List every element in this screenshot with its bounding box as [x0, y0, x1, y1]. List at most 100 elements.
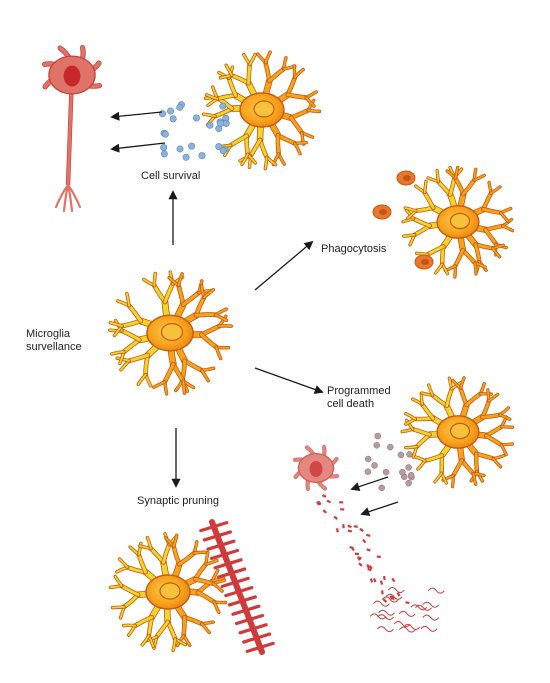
microglia-branch [278, 135, 279, 154]
secreted-vesicle [177, 104, 183, 110]
axon-fragment-squiggle [421, 626, 437, 631]
microglia-branch [463, 250, 475, 263]
axon-fragment [359, 528, 364, 532]
microglia-branch [157, 622, 168, 637]
axon-fragment [354, 525, 358, 528]
secreted-factor-dot [406, 464, 412, 470]
microglia-branch [486, 427, 501, 436]
microglia-branch [485, 226, 502, 230]
axon-fragment [358, 562, 362, 566]
secreted-vesicle [220, 147, 226, 153]
axon-fragment-squiggle [377, 627, 393, 632]
microglia-branch [183, 381, 184, 393]
axon-fragment [334, 516, 339, 520]
microglia-branch [120, 559, 128, 567]
microglia-branch [308, 110, 319, 111]
microglia-branch [154, 273, 155, 285]
axon-fragment [357, 557, 361, 559]
microglia-branch [151, 549, 164, 563]
neuron-survival [45, 48, 100, 211]
microglia-programmed-death [402, 378, 512, 487]
microglia-branch [425, 192, 434, 207]
phagocytosed-particle-core [403, 175, 411, 181]
axon-fragment [348, 530, 352, 533]
label-phagocytosis: Phagocytosis [321, 243, 386, 256]
axon-fragment [391, 578, 395, 583]
neuron-nucleus [310, 461, 323, 477]
axon-fragment [340, 508, 344, 511]
microglia-nucleus [451, 423, 470, 438]
microglia-branch [154, 286, 165, 302]
secreted-vesicle [217, 120, 223, 126]
axon-fragment [380, 580, 383, 584]
microglia-branch [196, 315, 216, 316]
microglia-branch [247, 136, 248, 155]
microglia-branch [249, 65, 250, 84]
microglia-branch [491, 187, 500, 193]
secreted-factor-dot [406, 480, 412, 486]
microglia-branch [194, 552, 206, 553]
secreted-vesicle [162, 131, 168, 137]
neuron-nucleus [64, 66, 81, 87]
microglia-branch [183, 293, 199, 305]
label-cell-survival: Cell survival [141, 170, 200, 183]
secreted-factor-dot [365, 456, 371, 462]
axon-fragment [366, 534, 370, 537]
microglia-surveillance [110, 272, 231, 394]
arrow-vesicles-to-neuron-1 [112, 112, 162, 117]
microglia-branch [455, 250, 463, 266]
axon-fragment [339, 501, 343, 503]
microglia-branch [198, 593, 214, 602]
axon-fragment [366, 548, 370, 551]
microglia-branch [115, 576, 122, 585]
microglia-branch [165, 364, 174, 382]
microglia-branch [462, 460, 474, 473]
secreted-factor-dot [374, 442, 380, 448]
secreted-vesicle [167, 108, 173, 114]
secreted-factor-dot [383, 469, 389, 475]
microglia-branch [185, 361, 202, 370]
microglia-nucleus [254, 101, 274, 117]
secreted-factor-dot [407, 451, 413, 457]
microglia-branch [201, 335, 216, 348]
secreted-vesicle [193, 115, 199, 121]
microglia-branch [179, 553, 194, 564]
microglia-branch [201, 326, 219, 334]
microglia-branch [113, 607, 125, 608]
microglia-synaptic-pruning [110, 534, 225, 650]
axon-fragment [323, 509, 327, 513]
axon-fragment [347, 525, 352, 529]
label-synaptic-pruning: Synaptic pruning [137, 495, 219, 508]
axon-fragment [373, 578, 376, 583]
axon-fragment [326, 500, 331, 504]
secreted-vesicle [188, 143, 194, 149]
secreted-vesicle [177, 146, 183, 152]
microglia-branch [438, 182, 450, 195]
axon-fragment-squiggle [388, 588, 404, 593]
microglia-branch [485, 230, 495, 244]
microglia-branch [493, 459, 500, 467]
microglia-branch [269, 69, 283, 81]
secreted-vesicle [170, 116, 176, 122]
microglia-branch [138, 375, 145, 385]
microglia-branch [421, 393, 422, 404]
microglia-branch [437, 171, 438, 182]
secreted-factor-dot [365, 469, 371, 475]
secreted-vesicle [183, 154, 189, 160]
secreted-vesicle [161, 151, 167, 157]
secreted-factor-dot [387, 444, 393, 450]
secreted-factor-dot [379, 485, 385, 491]
axon-fragment-squiggle [423, 602, 439, 607]
axon-fragment [362, 539, 366, 544]
microglia-branch [453, 460, 462, 475]
neuron-dying [295, 447, 337, 489]
phagocytosed-particle-core [421, 259, 429, 265]
microglia-branch [433, 395, 447, 406]
microglia-branch [195, 564, 206, 579]
microglia-branch [291, 118, 302, 133]
secreted-vesicle [160, 144, 166, 150]
microglia-branch [129, 306, 141, 322]
